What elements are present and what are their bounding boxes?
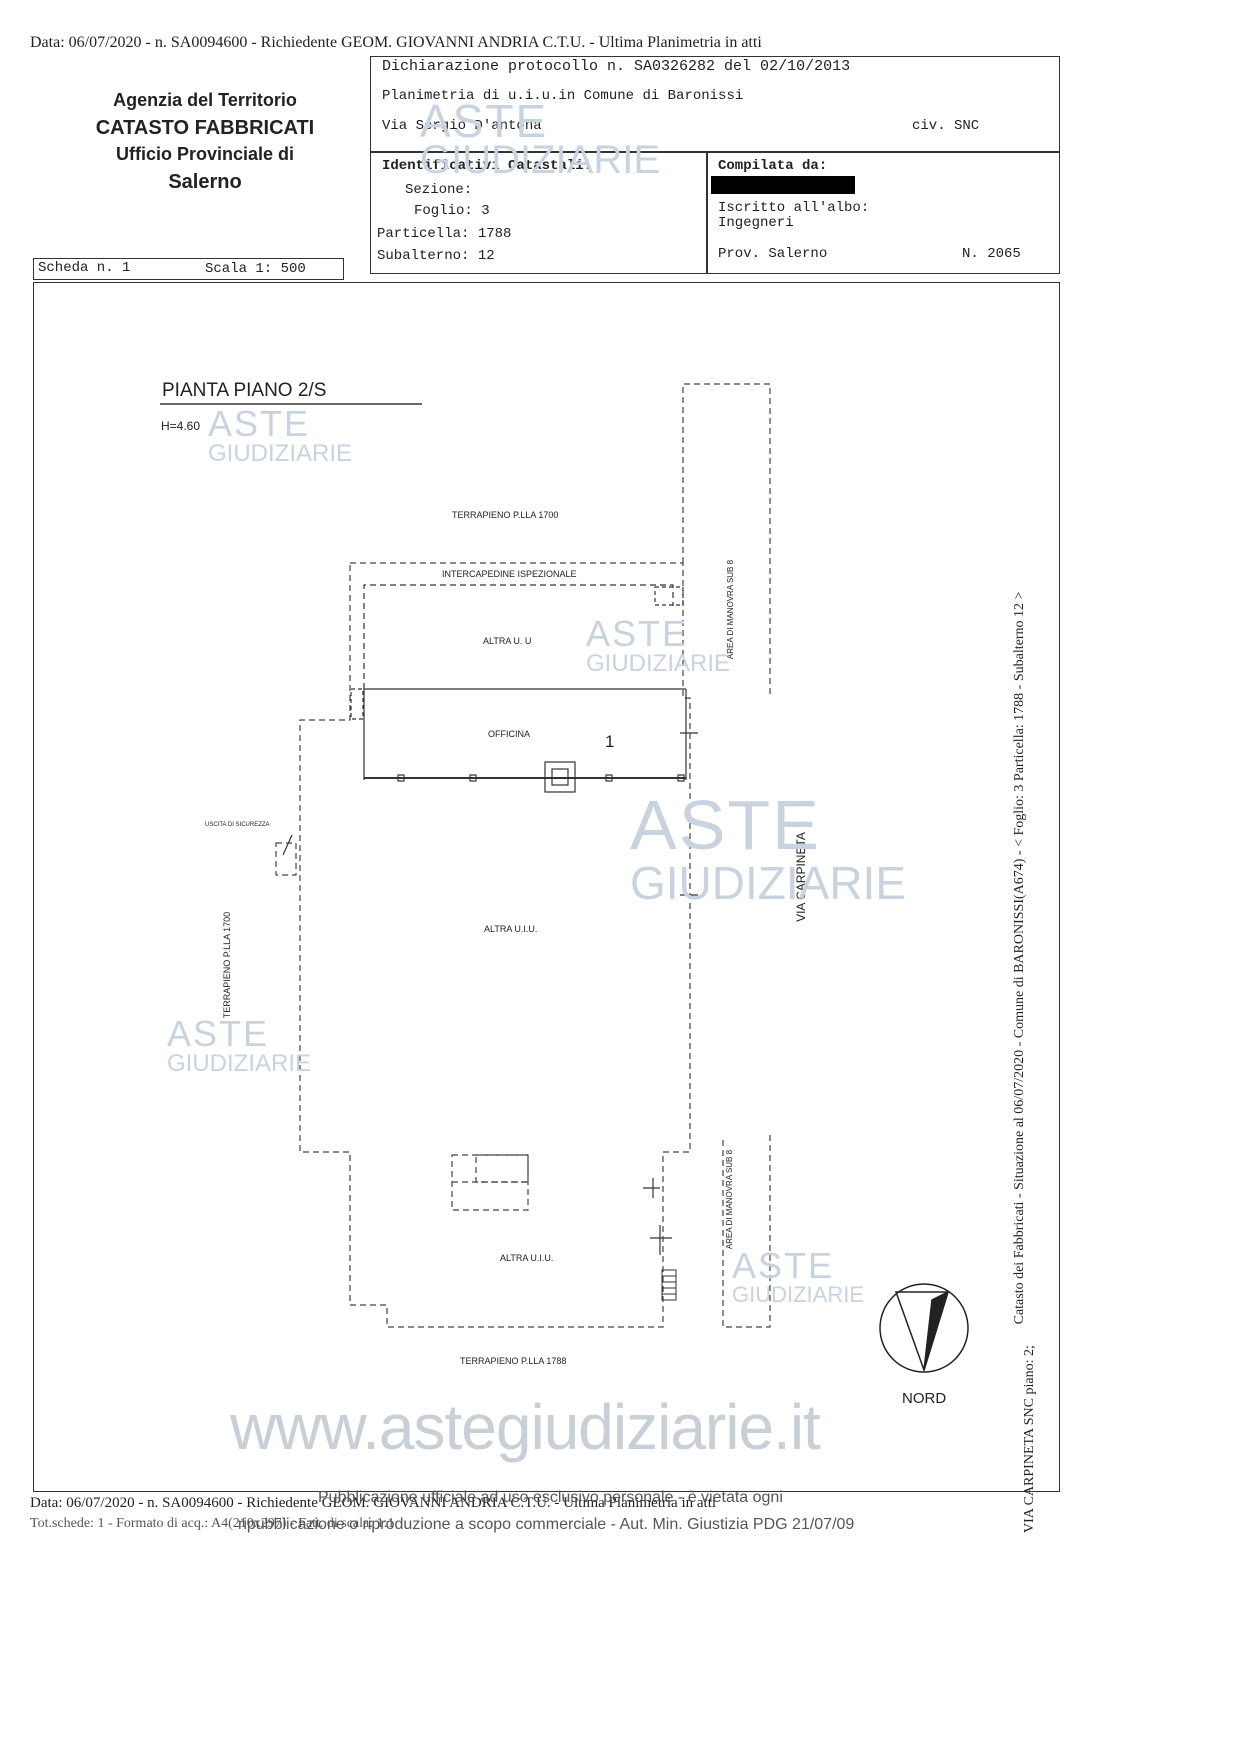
door-box xyxy=(275,842,297,876)
north-label: NORD xyxy=(902,1390,947,1407)
watermark-plan-3: ASTE GIUDIZIARIE xyxy=(630,786,907,909)
partition-marker-1 xyxy=(397,774,405,782)
label-uscita: USCITA DI SICUREZZA xyxy=(205,822,270,828)
label-terrapieno-left: TERRAPIENO P.LLA 1700 xyxy=(222,911,233,1019)
plan-title: PIANTA PIANO 2/S xyxy=(162,380,327,401)
partition-marker-4 xyxy=(677,774,685,782)
prov-label: Prov. Salerno xyxy=(718,246,828,262)
subalterno-field: Subalterno: 12 xyxy=(377,248,495,264)
scale-value: Scala 1: 500 xyxy=(205,261,306,277)
watermark-plan-2: ASTE GIUDIZIARIE xyxy=(586,613,731,677)
albo-number: N. 2065 xyxy=(962,246,1021,262)
particella-field: Particella: 1788 xyxy=(377,226,512,242)
scheda-box xyxy=(33,258,344,280)
albo-value: Ingegneri xyxy=(718,215,794,231)
unit-number: 1 xyxy=(605,732,615,751)
central-pillar xyxy=(544,761,576,793)
watermark-url: www.astegiudiziarie.it xyxy=(230,1391,821,1463)
intercapedine-inner xyxy=(363,584,674,689)
strip-bottom-outline xyxy=(722,1135,771,1328)
label-officina: OFFICINA xyxy=(488,729,530,739)
top-request-line: Data: 06/07/2020 - n. SA0094600 - Richie… xyxy=(30,34,762,51)
protocol-line: Dichiarazione protocollo n. SA0326282 de… xyxy=(382,58,851,75)
publication-notice-2: ripubblicazione o riproduzione a scopo c… xyxy=(238,1516,855,1533)
label-area-manovra-bottom: AREA DI MANOVRA SUB 8 xyxy=(725,1149,735,1250)
foglio-field: Foglio: 3 xyxy=(414,203,490,219)
door-swing xyxy=(282,834,293,856)
plan-height: H=4.60 xyxy=(161,419,201,433)
agency-name: Agenzia del Territorio xyxy=(113,90,297,110)
partition-marker-2 xyxy=(469,774,477,782)
protocol-box xyxy=(370,56,1060,152)
partition-marker-3 xyxy=(605,774,613,782)
label-altra-uiu-top: ALTRA U. U xyxy=(483,636,532,646)
publication-notice-1: Pubblicazione ufficiale ad uso esclusivo… xyxy=(318,1489,783,1506)
wall-jog xyxy=(350,688,364,720)
footer-request-line: Data: 06/07/2020 - n. SA0094600 - Richie… xyxy=(30,1495,717,1511)
label-terrapieno-bottom: TERRAPIENO P.LLA 1788 xyxy=(460,1356,567,1366)
planimetria-line: Planimetria di u.i.u.in Comune di Baroni… xyxy=(382,88,744,104)
stair-box xyxy=(654,586,684,606)
label-altra-uiu-bottom: ALTRA U.I.U. xyxy=(500,1253,554,1263)
address-line: Via Sergio D'antona xyxy=(382,118,542,134)
drawing-frame xyxy=(33,282,1060,1492)
iscritto-label: Iscritto all'albo: xyxy=(718,200,870,216)
identificativi-label: Identificativi Catastali: xyxy=(382,158,593,174)
compilata-label: Compilata da: xyxy=(718,158,828,174)
strip-top-outline xyxy=(682,383,771,698)
agency-block: Agenzia del Territorio CATASTO FABBRICAT… xyxy=(60,90,350,194)
side-address-text: VIA CARPINETA SNC piano: 2; xyxy=(1022,1345,1037,1533)
redacted-name xyxy=(711,176,855,194)
label-intercapedine: INTERCAPEDINE ISPEZIONALE xyxy=(442,569,577,579)
sezione-field: Sezione: xyxy=(405,182,473,198)
watermark-plan-1: ASTE GIUDIZIARIE xyxy=(208,403,353,467)
watermark-plan-5: ASTE GIUDIZIARIE xyxy=(732,1245,865,1307)
stairs-bottom xyxy=(661,1269,677,1301)
north-arrow xyxy=(879,1283,969,1373)
outer-outline xyxy=(299,562,691,1328)
label-terrapieno-top: TERRAPIENO P.LLA 1700 xyxy=(452,510,559,520)
watermark-plan-4: ASTE GIUDIZIARIE xyxy=(167,1013,312,1077)
label-altra-uiu-middle: ALTRA U.I.U. xyxy=(484,924,538,934)
central-pillar-inner xyxy=(551,768,569,786)
scheda-number: Scheda n. 1 xyxy=(38,260,131,276)
footer-schede-line: Tot.schede: 1 - Formato di acq.: A4(210x… xyxy=(30,1516,395,1531)
watermark-header: ASTE GIUDIZIARIE xyxy=(420,95,661,182)
compilata-box xyxy=(706,152,1060,274)
bottom-block-b xyxy=(475,1154,529,1183)
province-name: Salerno xyxy=(168,171,242,193)
catasto-title: CATASTO FABBRICATI xyxy=(95,117,315,139)
civic-number: civ. SNC xyxy=(912,118,980,134)
ufficio-label: Ufficio Provinciale di xyxy=(115,144,295,164)
identificativi-box xyxy=(370,152,708,274)
